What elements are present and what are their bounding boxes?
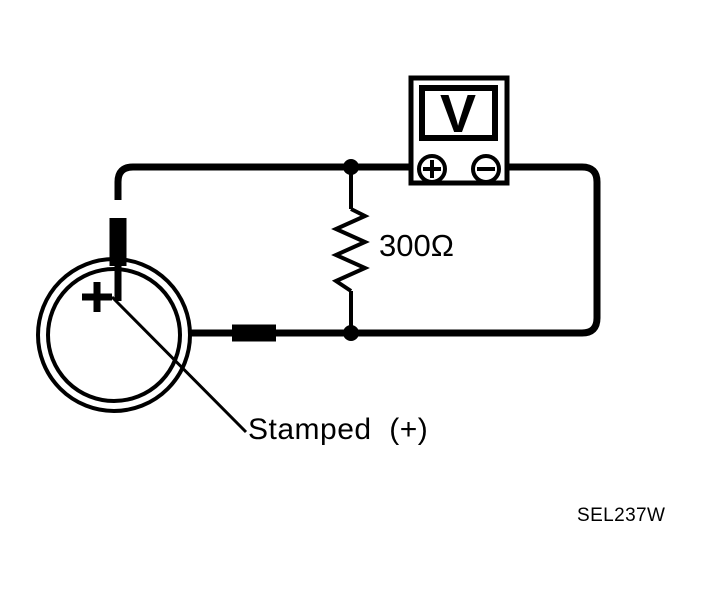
voltmeter-display-label: V (440, 84, 476, 144)
wiring (114, 163, 601, 337)
voltmeter-negative-terminal[interactable] (471, 154, 501, 184)
wire-top (114, 163, 424, 200)
coin-cell-battery (36, 257, 192, 413)
resistor (331, 167, 370, 333)
voltmeter-display (419, 85, 498, 141)
voltmeter[interactable]: V (408, 75, 510, 186)
battery-lead-overlay (109, 218, 276, 342)
voltmeter-positive-terminal[interactable] (417, 154, 447, 184)
battery-plus-mark (82, 282, 112, 312)
resistor-zigzag (331, 207, 370, 293)
battery-inner-circle (46, 267, 182, 403)
battery-callout-label: Stamped (+) (248, 413, 429, 446)
wire-right (360, 163, 601, 337)
resistor-value-label: 300Ω (379, 228, 454, 263)
callout-leader-line (110, 295, 248, 434)
figure-code-label: SEL237W (577, 505, 666, 526)
